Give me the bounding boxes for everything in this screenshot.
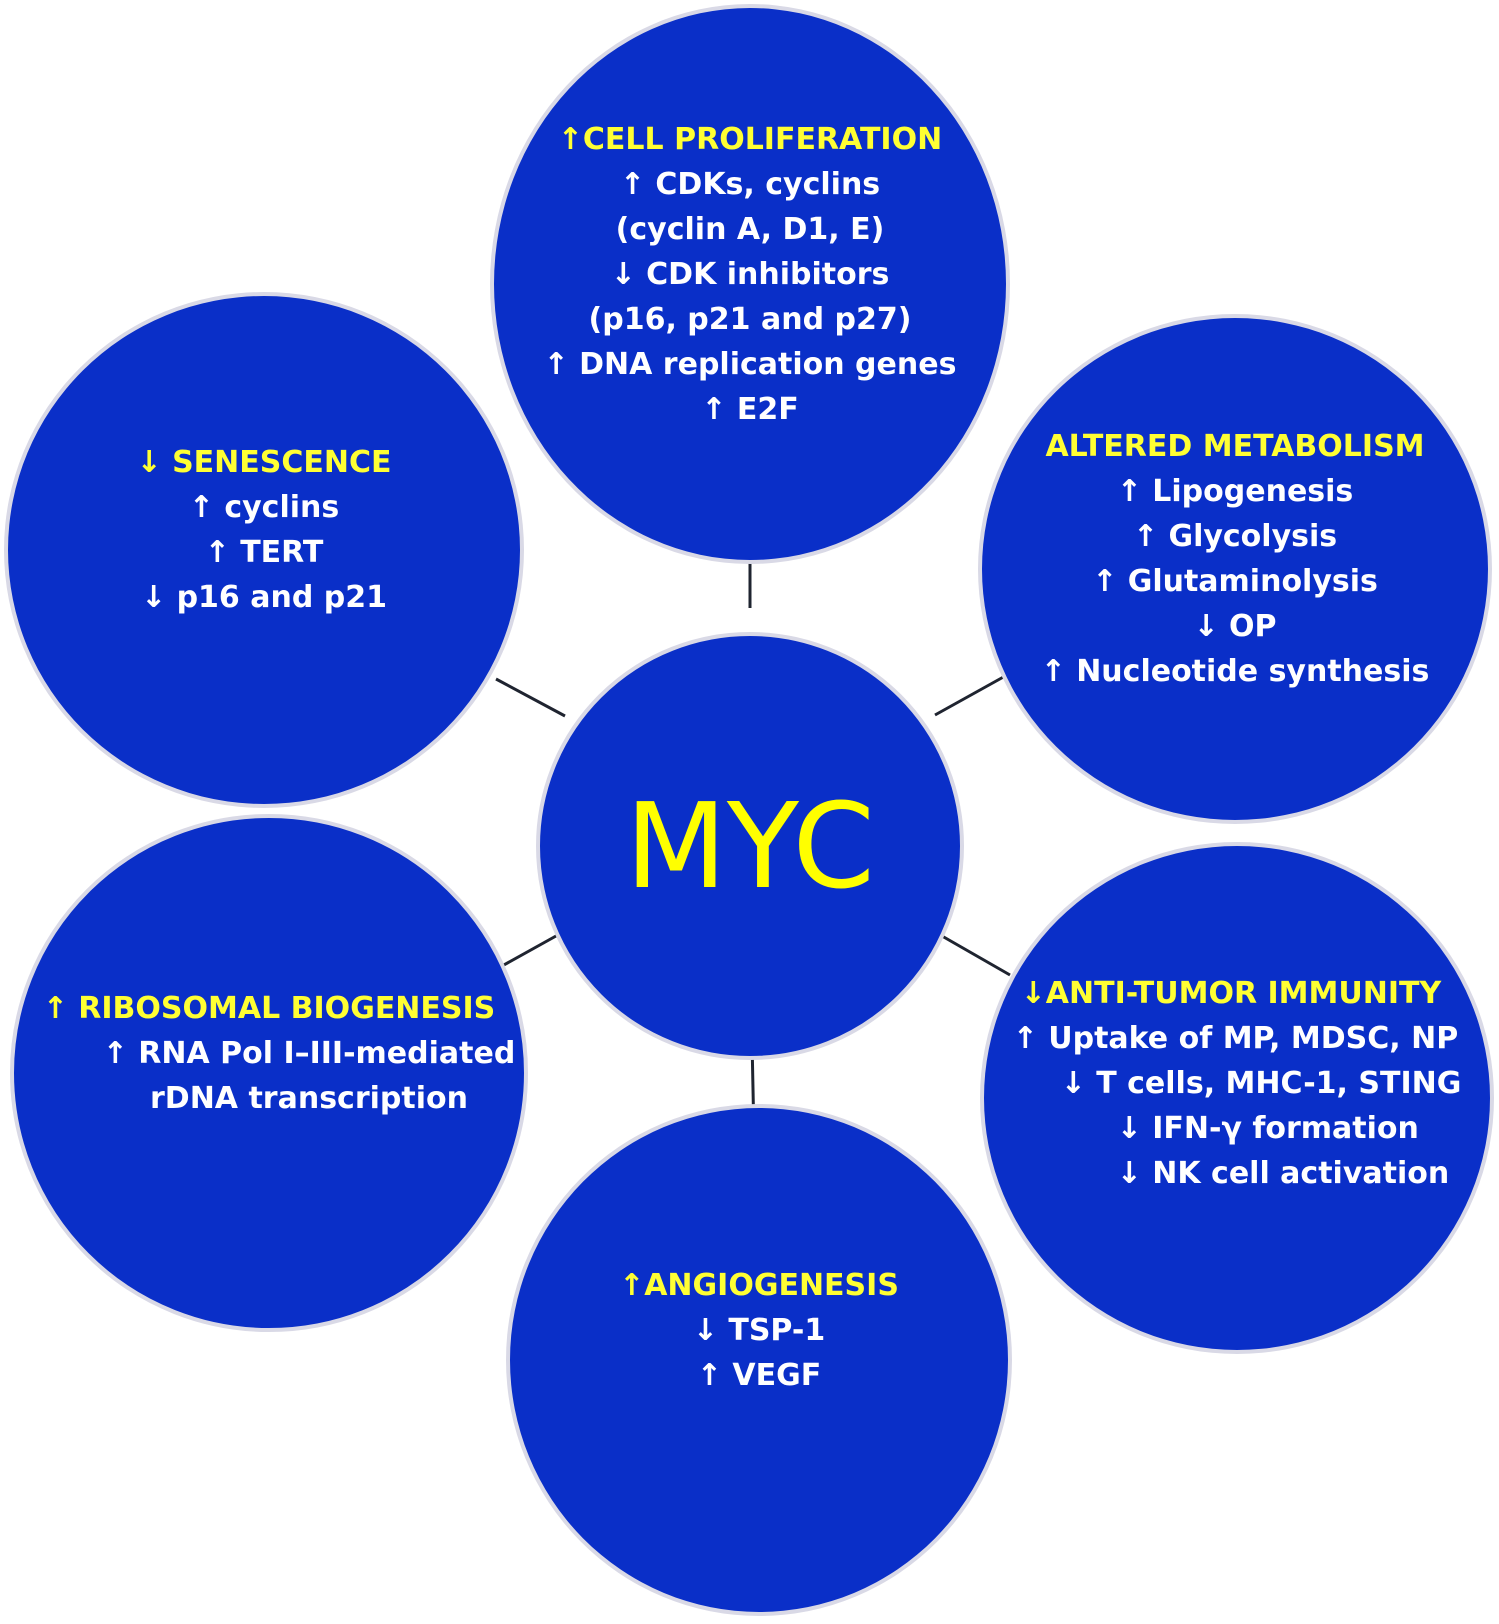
altered-metabolism-line: ↑ Lipogenesis	[1116, 474, 1354, 509]
ribosomal-biogenesis-line: ↑ RNA Pol I–III-mediated	[102, 1035, 516, 1071]
cell-proliferation-line: ↑ E2F	[701, 391, 799, 427]
senescence-title: ↓ SENESCENCE	[136, 445, 392, 480]
angiogenesis-circle: ↑ANGIOGENESIS ↓ TSP-1 ↑ VEGF	[506, 1104, 1012, 1616]
anti-tumor-immunity-line: ↓ NK cell activation	[1116, 1155, 1450, 1191]
connector-bottom-left	[492, 929, 566, 973]
cell-proliferation-circle: ↑CELL PROLIFERATION ↑ CDKs, cyclins (cyc…	[490, 4, 1010, 564]
myc-center-circle: MYC	[536, 632, 964, 1060]
anti-tumor-immunity-line: ↑ Uptake of MP, MDSC, NP	[1012, 1020, 1459, 1056]
connector-right	[934, 673, 1008, 717]
cell-proliferation-line: ↓ CDK inhibitors	[610, 256, 890, 292]
angiogenesis-title: ↑ANGIOGENESIS	[619, 1267, 899, 1303]
cell-proliferation-line: ↑ DNA replication genes	[543, 346, 957, 382]
altered-metabolism-line: ↑ Glycolysis	[1132, 519, 1338, 554]
cell-proliferation-title: ↑CELL PROLIFERATION	[557, 121, 943, 157]
altered-metabolism-line: ↓ OP	[1193, 609, 1277, 644]
myc-label: MYC	[625, 777, 875, 915]
cell-proliferation-line: ↑ CDKs, cyclins	[619, 166, 881, 202]
senescence-line: ↓ p16 and p21	[140, 580, 387, 615]
senescence-line: ↑ TERT	[204, 535, 324, 570]
altered-metabolism-circle: ALTERED METABOLISM ↑ Lipogenesis ↑ Glyco…	[978, 314, 1492, 824]
anti-tumor-immunity-line: ↓ IFN-γ formation	[1116, 1110, 1419, 1146]
anti-tumor-immunity-line: ↓ T cells, MHC-1, STING	[1060, 1065, 1462, 1101]
anti-tumor-immunity-title: ↓ANTI-TUMOR IMMUNITY	[1020, 975, 1442, 1011]
connector-left	[495, 677, 566, 718]
connector-bottom-right	[934, 930, 1011, 977]
altered-metabolism-line: ↑ Glutaminolysis	[1092, 564, 1378, 599]
angiogenesis-line: ↑ VEGF	[696, 1357, 822, 1393]
senescence-circle: ↓ SENESCENCE ↑ cyclins ↑ TERT ↓ p16 and …	[4, 292, 524, 808]
anti-tumor-immunity-circle: ↓ANTI-TUMOR IMMUNITY ↑ Uptake of MP, MDS…	[980, 842, 1494, 1354]
altered-metabolism-line: ↑ Nucleotide synthesis	[1040, 654, 1430, 689]
altered-metabolism-title: ALTERED METABOLISM	[1045, 429, 1425, 464]
cell-proliferation-line: (cyclin A, D1, E)	[615, 211, 885, 247]
ribosomal-biogenesis-line: rDNA transcription	[150, 1080, 468, 1116]
senescence-line: ↑ cyclins	[188, 490, 340, 525]
cell-proliferation-line: (p16, p21 and p27)	[588, 301, 912, 337]
ribosomal-biogenesis-title: ↑ RIBOSOMAL BIOGENESIS	[42, 990, 496, 1026]
ribosomal-biogenesis-circle: ↑ RIBOSOMAL BIOGENESIS ↑ RNA Pol I–III-m…	[10, 814, 528, 1332]
angiogenesis-line: ↓ TSP-1	[692, 1312, 826, 1348]
